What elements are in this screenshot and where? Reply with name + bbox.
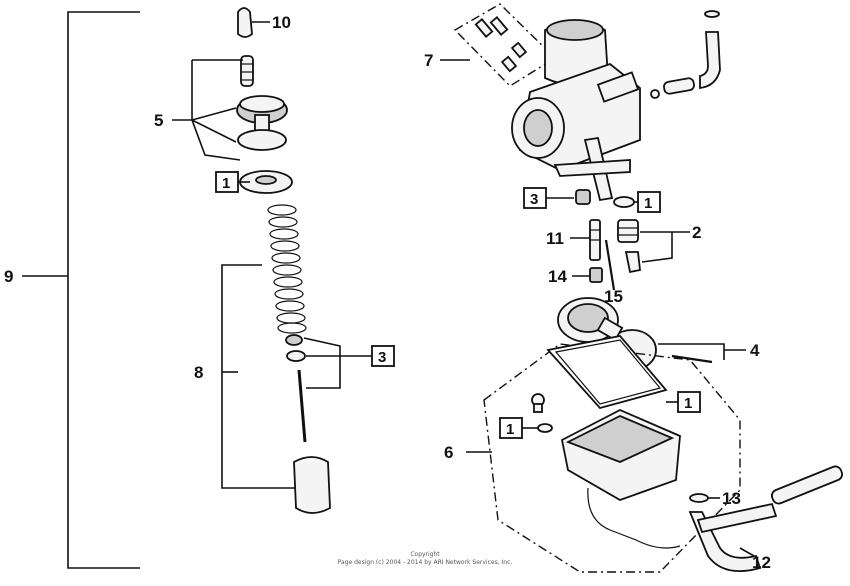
part-adjuster-5 [172, 55, 293, 194]
spring [267, 204, 307, 334]
callout-1-left: 1 [222, 175, 230, 192]
callout-14: 14 [548, 267, 567, 286]
callout-3-right: 3 [530, 191, 538, 208]
big-bracket-9 [22, 11, 140, 569]
copyright-line-1: Copyright [410, 551, 440, 558]
callout-10: 10 [272, 13, 291, 32]
part-spring-slide-8 [221, 204, 331, 514]
callout-3-left: 3 [378, 349, 386, 366]
part-cap-10 [237, 7, 270, 38]
copyright-line-2: Page design (c) 2004 - 2014 by ARI Netwo… [338, 559, 513, 566]
part-screws-7 [440, 3, 557, 87]
callout-1-right-low: 1 [506, 421, 514, 438]
callout-13: 13 [722, 489, 741, 508]
callout-9: 9 [4, 267, 13, 286]
callout-8: 8 [194, 363, 203, 382]
callout-15: 15 [604, 287, 623, 306]
callout-box-1-right-mid [677, 391, 701, 413]
callout-11: 11 [546, 229, 564, 248]
part-drain-tube-12 [688, 465, 844, 572]
callout-5: 5 [154, 111, 163, 130]
callout-7: 7 [424, 51, 433, 70]
leader-3-left [303, 337, 372, 389]
callout-1-right-mid: 1 [684, 395, 692, 412]
part-float-bowl-6 [466, 335, 741, 573]
part-main-jet-14 [572, 267, 603, 283]
part-float-valve-2 [617, 219, 690, 274]
callout-box-3-left [371, 345, 395, 367]
part-jet-3 [575, 189, 591, 205]
callout-1-right-top: 1 [644, 195, 652, 212]
carburetor-body [511, 19, 660, 202]
part-drain-washer [537, 423, 553, 433]
vent-hose-top [663, 10, 721, 95]
callout-6: 6 [444, 443, 453, 462]
callout-4: 4 [750, 341, 760, 360]
part-needle-jet-11 [570, 219, 601, 261]
part-washer-1 [613, 196, 635, 208]
callout-2: 2 [692, 223, 701, 242]
callout-12: 12 [752, 553, 771, 572]
part-clip-13 [689, 493, 709, 503]
part-pin-15 [604, 239, 616, 291]
